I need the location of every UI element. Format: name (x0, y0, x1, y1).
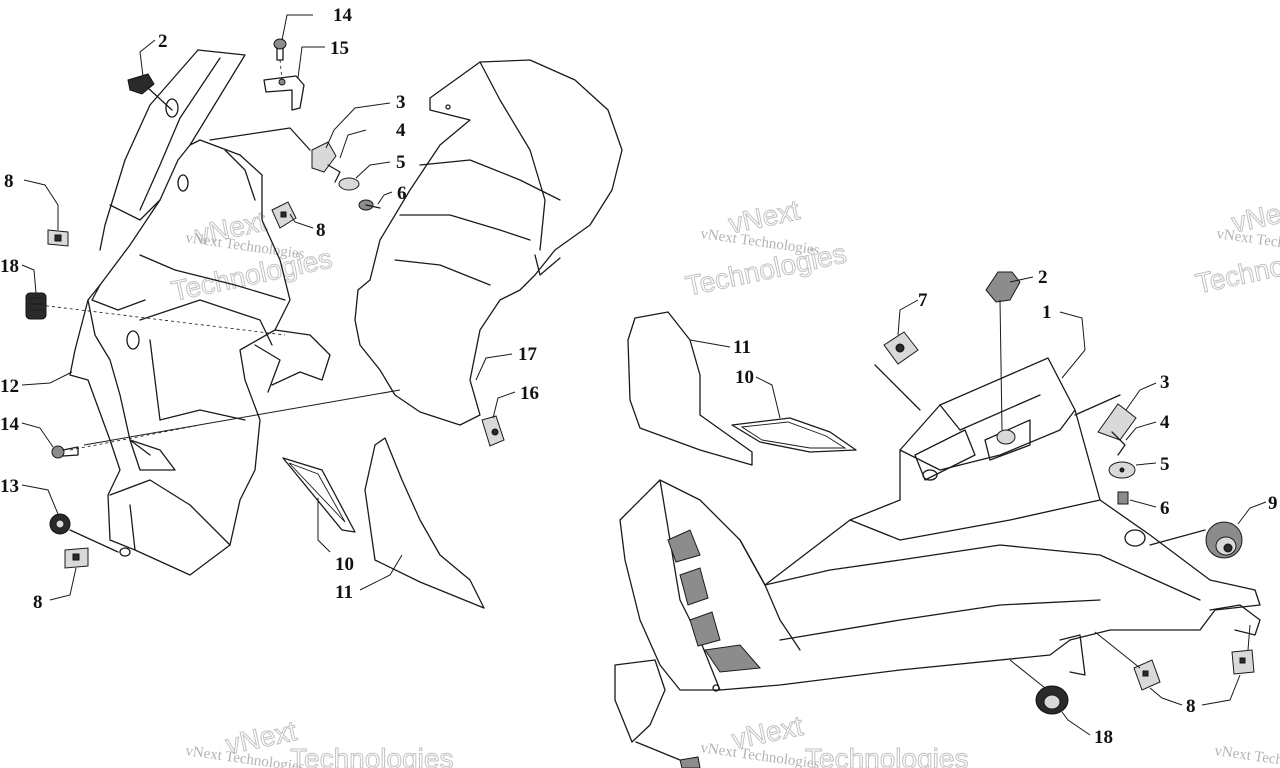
callout-4: 4 (396, 120, 406, 141)
callout-2: 2 (158, 31, 168, 52)
callout-5: 5 (1160, 454, 1170, 475)
bumper-9 (1205, 521, 1243, 559)
grommet-18-right (1009, 659, 1069, 715)
callout-18: 18 (1094, 727, 1113, 748)
callout-10: 10 (735, 367, 754, 388)
clip-8-upper-left (47, 229, 69, 247)
callout-3: 3 (396, 92, 406, 113)
left-assembly (25, 38, 623, 609)
callout-1: 1 (1042, 302, 1052, 323)
knob-2-right (985, 271, 1021, 431)
callout-8: 8 (4, 171, 14, 192)
callout-8: 8 (1186, 696, 1196, 717)
clip-8-right-b (1231, 624, 1255, 675)
clip-16 (481, 415, 505, 447)
watermark-word-bottom: Technologies (290, 743, 453, 768)
callout-3: 3 (1160, 372, 1170, 393)
callout-8: 8 (33, 592, 43, 613)
grommet-13 (49, 513, 119, 553)
callout-14: 14 (333, 5, 353, 26)
callout-16: 16 (520, 383, 539, 404)
watermark-brand-line: vNext Technologies (1213, 743, 1280, 768)
hardware-stack-left (209, 127, 381, 211)
deflector-10-left (282, 457, 356, 533)
callout-2: 2 (1038, 267, 1048, 288)
callout-6: 6 (397, 183, 407, 204)
callout-18: 18 (0, 256, 19, 277)
clip-7 (883, 331, 919, 365)
deflector-11-left (364, 437, 485, 609)
callout-15: 15 (330, 38, 349, 59)
right-assembly (614, 271, 1261, 768)
callout-10: 10 (335, 554, 354, 575)
callout-12: 12 (0, 376, 19, 397)
watermark-word-bottom: Technologies (805, 743, 968, 768)
callout-8: 8 (316, 220, 326, 241)
clip-8-middle (271, 201, 297, 229)
hardware-stack-right (1097, 403, 1137, 505)
side-panel-12 (39, 49, 331, 576)
screw-bottom-right (635, 741, 701, 768)
bracket-15 (263, 75, 305, 111)
callout-9: 9 (1268, 493, 1278, 514)
callout-11: 11 (733, 337, 751, 358)
deflector-11-right (627, 311, 753, 466)
callout-5: 5 (396, 152, 406, 173)
callout-17: 17 (518, 344, 538, 365)
callout-4: 4 (1160, 412, 1170, 433)
cover-17 (354, 59, 623, 426)
callout-6: 6 (1160, 498, 1170, 519)
plug-18-left (25, 292, 47, 320)
deflector-10-right (731, 417, 857, 453)
callout-13: 13 (0, 476, 19, 497)
callout-14: 14 (0, 414, 20, 435)
screw-14-top (273, 38, 287, 81)
callouts: 14 2 15 3 4 5 6 8 8 18 12 14 13 8 17 16 (0, 5, 1278, 748)
clip-8-right-a (1094, 631, 1161, 691)
watermarks: vNext Technologies vNext Technologies vN… (168, 193, 1280, 768)
screw-14-lower (51, 445, 79, 459)
clip-8-lower-left (64, 547, 89, 569)
knob-2-left (127, 73, 173, 111)
hood-1 (614, 357, 1261, 743)
callout-7: 7 (918, 290, 928, 311)
callout-11: 11 (335, 582, 353, 603)
